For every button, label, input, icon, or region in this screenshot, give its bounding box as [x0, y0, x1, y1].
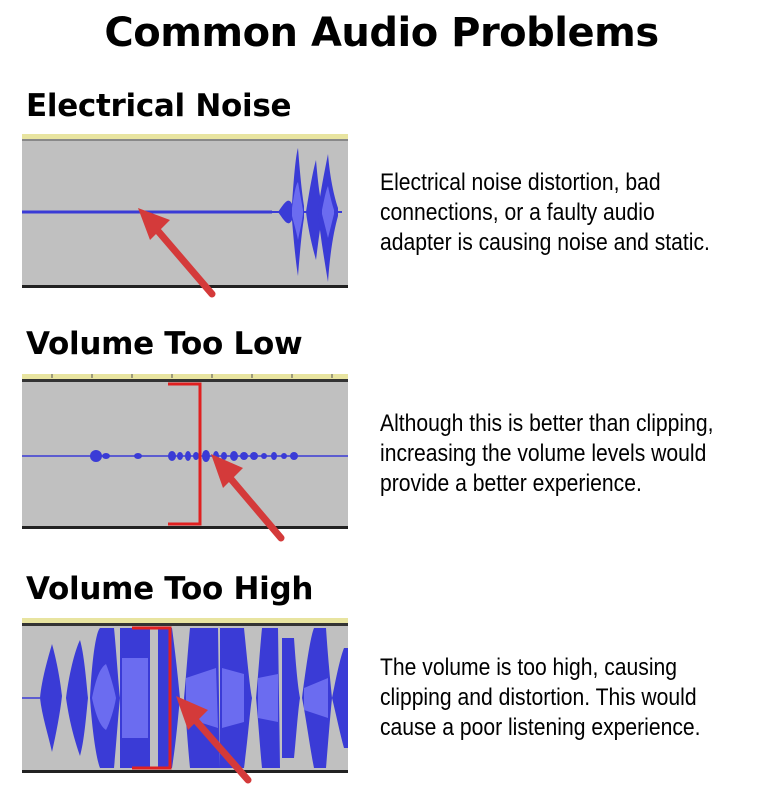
description-line: Although this is better than clipping,: [380, 410, 714, 437]
description-line: connections, or a faulty audio: [380, 199, 655, 226]
description-volume-too-high: The volume is too high, causing clipping…: [380, 653, 714, 743]
page-title: Common Audio Problems: [104, 10, 659, 56]
waveform-volume-too-low: [22, 374, 348, 530]
section-heading-volume-too-low: Volume Too Low: [26, 326, 303, 362]
description-line: clipping and distortion. This would: [380, 684, 697, 711]
section-heading-electrical-noise: Electrical Noise: [26, 88, 292, 124]
description-line: The volume is too high, causing: [380, 654, 678, 681]
description-volume-too-low: Although this is better than clipping, i…: [380, 409, 714, 499]
description-line: increasing the volume levels would: [380, 440, 707, 467]
description-line: provide a better experience.: [380, 470, 642, 497]
description-electrical-noise: Electrical noise distortion, bad connect…: [380, 168, 714, 258]
arrow-volume-too-low: [211, 454, 285, 542]
description-line: cause a poor listening experience.: [380, 714, 701, 741]
section-heading-volume-too-high: Volume Too High: [26, 571, 314, 607]
arrow-volume-too-high: [176, 696, 252, 784]
description-line: adapter is causing noise and static.: [380, 229, 710, 256]
waveform-volume-too-high: [22, 618, 348, 776]
arrow-electrical-noise: [138, 208, 216, 298]
description-line: Electrical noise distortion, bad: [380, 169, 661, 196]
